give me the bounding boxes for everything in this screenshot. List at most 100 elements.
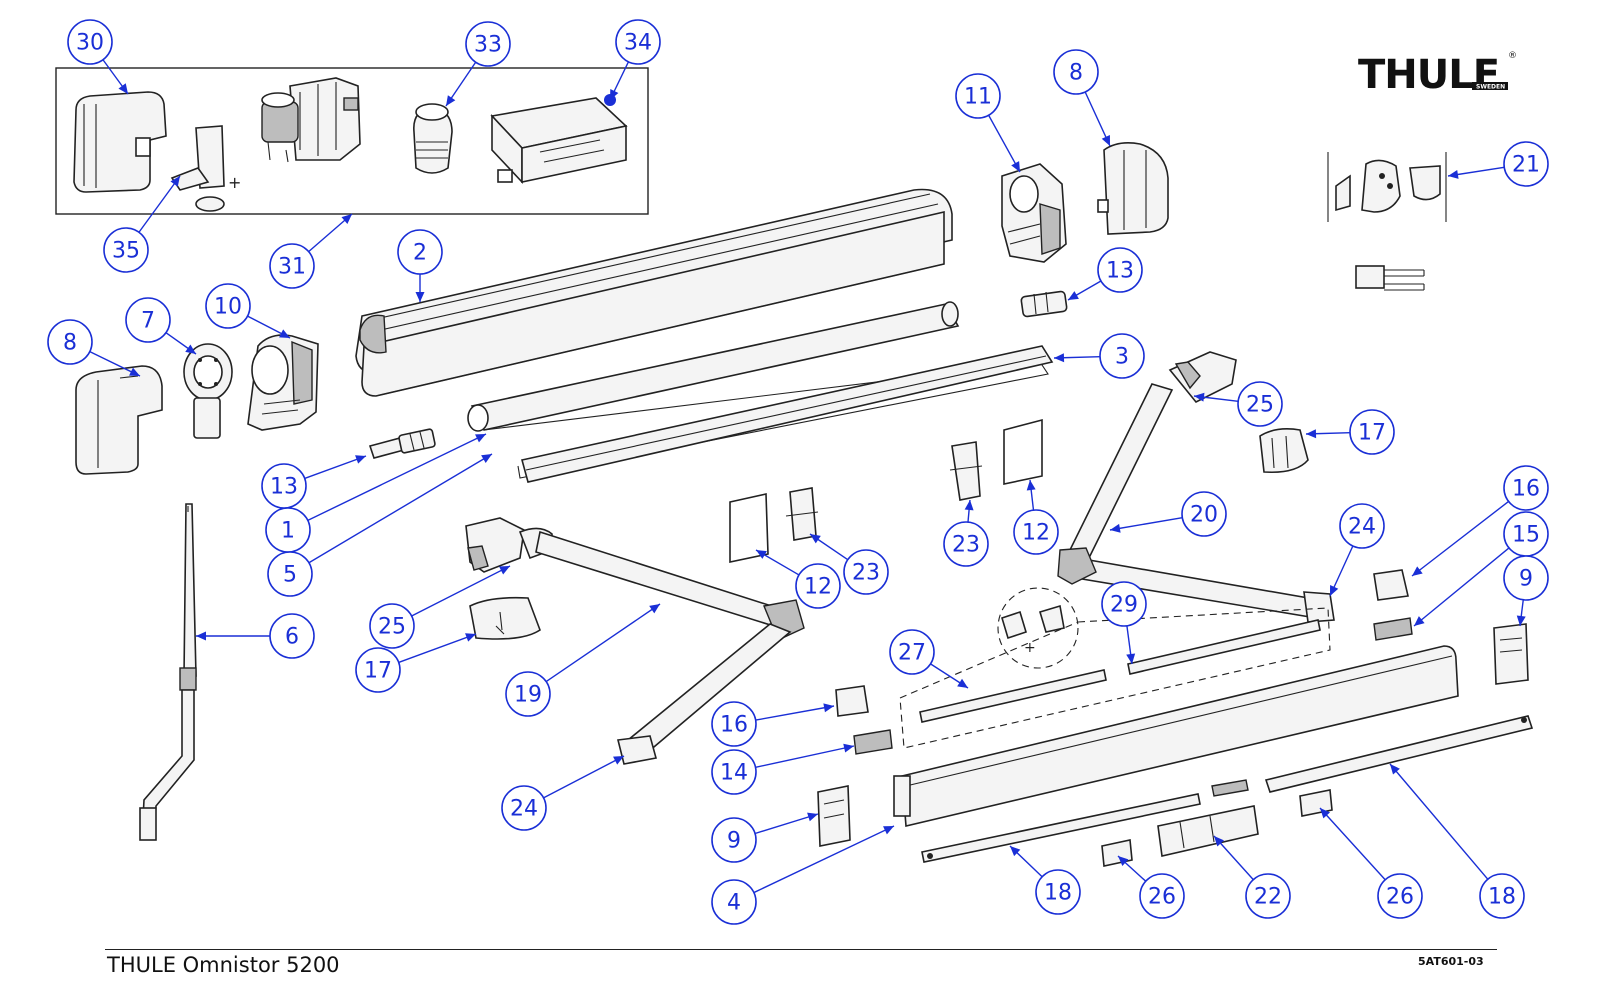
arrowhead-c15: [1414, 616, 1425, 626]
clip-right-drawing: [1299, 789, 1333, 817]
callout-c18a: 18: [1035, 869, 1081, 915]
callout-label: 16: [720, 713, 748, 738]
gear-unit-drawing: [183, 343, 233, 439]
callout-c23a: 23: [943, 521, 989, 567]
callout-circle: [711, 817, 757, 863]
callout-circle: [1013, 509, 1059, 555]
arrowhead-c31: [341, 214, 352, 224]
callout-c35: 35: [103, 227, 149, 273]
callout-circle: [711, 749, 757, 795]
leader-line-c17b: [398, 633, 477, 664]
callout-c29: 29: [1101, 581, 1147, 627]
callout-label: 12: [1022, 521, 1050, 546]
callout-c16a: 16: [1503, 465, 1549, 511]
control-box-drawing: [490, 97, 628, 185]
arrowhead-c17b: [465, 633, 476, 642]
end-plug-right-drawing: [1020, 290, 1068, 318]
end-cap-left-drawing: [75, 365, 163, 475]
arrowhead-c6: [196, 631, 206, 641]
callout-label: 29: [1110, 593, 1138, 618]
callout-c23b: 23: [843, 549, 889, 595]
callout-c24b: 24: [501, 785, 547, 831]
centre-lock-drawing: [1157, 779, 1259, 857]
callout-label: 35: [112, 239, 140, 264]
callout-c16b: 16: [711, 701, 757, 747]
arrowhead-c4: [883, 826, 894, 835]
motor-bracket-drawing: +: [170, 125, 241, 212]
callout-c1: 1: [265, 507, 311, 553]
callout-label: 9: [1519, 567, 1533, 592]
callout-label: 13: [1106, 259, 1134, 284]
arrowhead-c20: [1110, 523, 1121, 533]
callout-circle: [1237, 381, 1283, 427]
arrowhead-c24a: [1330, 585, 1339, 596]
arrowhead-c5: [481, 454, 492, 463]
front-bar-drawing: [893, 645, 1459, 827]
callout-c4: 4: [711, 879, 757, 925]
callout-circle: [505, 671, 551, 717]
arrowhead-c30: [118, 83, 128, 94]
callout-label: 7: [141, 309, 155, 334]
callout-c26a: 26: [1139, 873, 1185, 919]
callout-circle: [269, 243, 315, 289]
arrowhead-c23b: [810, 534, 821, 544]
leader-line-c1: [307, 433, 487, 522]
callout-label: 9: [727, 829, 741, 854]
callout-circle: [795, 563, 841, 609]
callout-circle: [1503, 465, 1549, 511]
leader-line-c35: [138, 175, 181, 233]
tension-rail-right-drawing: [1264, 715, 1534, 793]
callout-label: 18: [1044, 881, 1072, 906]
callout-label: 8: [63, 331, 77, 356]
callout-c17a: 17: [1349, 409, 1395, 455]
callout-circle: [943, 521, 989, 567]
arrowhead-c23a: [964, 500, 974, 511]
leader-line-c16b: [755, 705, 835, 721]
arrowhead-c9b: [807, 812, 818, 822]
callout-circle: [1053, 49, 1099, 95]
callout-label: 20: [1190, 503, 1218, 528]
callout-label: 10: [214, 295, 242, 320]
callout-circle: [1101, 581, 1147, 627]
arrowhead-c9a: [1516, 615, 1526, 626]
callout-circle: [1339, 503, 1385, 549]
leader-line-c19: [545, 603, 661, 683]
arrowhead-c14: [843, 743, 854, 753]
svg-text:®: ®: [1508, 51, 1517, 61]
callout-circle: [47, 319, 93, 365]
thule-logo-text: THULE: [1358, 52, 1499, 98]
part-drawings: +: [55, 67, 1534, 867]
callout-c14: 14: [711, 749, 757, 795]
motor-cover-drawing: [73, 91, 167, 193]
callout-c19: 19: [505, 671, 551, 717]
callout-circle: [1099, 333, 1145, 379]
awning-cassette-drawing: [355, 188, 953, 397]
leader-line-c26b: [1319, 807, 1386, 881]
front-profile-drawing: [521, 345, 1054, 483]
callout-c30: 30: [67, 19, 113, 65]
callout-c5: 5: [267, 551, 313, 597]
arrowhead-c8b: [129, 367, 140, 376]
leader-line-c4: [753, 825, 895, 894]
callout-c27: 27: [889, 629, 935, 675]
arrowhead-c24b: [613, 756, 624, 765]
callout-c10: 10: [205, 283, 251, 329]
callout-c18b: 18: [1479, 873, 1525, 919]
callout-c25a: 25: [1237, 381, 1283, 427]
callout-circle: [711, 879, 757, 925]
leader-line-c13b: [304, 455, 367, 480]
callout-label: 16: [1512, 477, 1540, 502]
callout-label: 3: [1115, 345, 1129, 370]
callout-label: 12: [804, 575, 832, 600]
motor-drive-drawing: [261, 77, 361, 163]
callout-circle: [1503, 555, 1549, 601]
arrowhead-c27: [957, 678, 968, 688]
callout-circle: [1097, 247, 1143, 293]
callout-label: 30: [76, 31, 104, 56]
bracket-mid-left-drawing: [729, 487, 819, 563]
leader-line-c16a: [1411, 500, 1510, 577]
callout-c7: 7: [125, 297, 171, 343]
leader-line-c25b: [411, 565, 511, 617]
arrowhead-c12b: [756, 550, 767, 559]
